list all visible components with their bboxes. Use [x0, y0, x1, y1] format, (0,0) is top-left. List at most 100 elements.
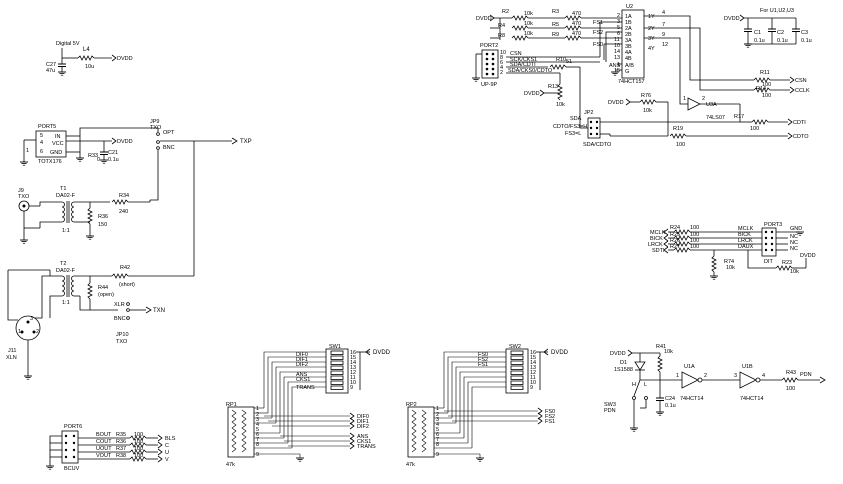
port2-header — [481, 49, 499, 79]
rp2-pin-1: 1 — [436, 406, 439, 412]
u2-pin-ab: A/B — [625, 63, 634, 69]
jp9-name: JP9 — [150, 119, 159, 125]
u3a-name: U3A — [706, 102, 717, 108]
port3-sig-mclk: MCLK — [650, 230, 666, 236]
r3-name: R3 — [552, 9, 559, 15]
port2-num-4: 4 — [500, 65, 503, 71]
rp2-pin-5: 5 — [436, 427, 439, 433]
sw1-pin-9: 9 — [350, 385, 353, 391]
t2-ratio: 1:1 — [62, 300, 70, 306]
r74-value: 10k — [726, 265, 735, 271]
port3-section: MCLK BICK LRCK SDTI R24 100 R25 100 R26 … — [648, 222, 816, 280]
jp2-jumper[interactable] — [587, 117, 601, 139]
sw2-outputs: FS0 FS2 FS1 — [537, 407, 555, 425]
r35-name: R35 — [116, 432, 126, 438]
pdn-section: DVDD D1 1S1588 R41 10k H L SW3 PDN C24 0… — [604, 344, 826, 432]
r8-value: 10k — [524, 31, 533, 37]
r24-value: 100 — [690, 225, 699, 231]
r25-name: R25 — [670, 232, 680, 238]
r33-name: R33 — [88, 153, 98, 159]
u2-num-4: 4 — [662, 10, 665, 16]
sw3-pin-h: H — [632, 382, 636, 388]
u2-pin-1a: 1A — [625, 14, 632, 20]
l4-name: L4 — [83, 47, 90, 53]
r38-value: 100 — [134, 453, 143, 459]
port3-resistors: R24 100 R25 100 R26 100 R27 100 — [670, 225, 699, 250]
r13-name: R13 — [548, 84, 558, 90]
port3-sig-lrck: LRCK — [648, 242, 663, 248]
r41-name: R41 — [656, 344, 666, 350]
sw2-pin-numbers: 16 15 14 13 12 11 10 9 — [530, 350, 536, 391]
port3-nc-2: NC — [790, 240, 798, 246]
r42-name: R42 — [120, 265, 130, 271]
out-trans: TRANS — [357, 444, 376, 450]
port3-dvdd-label: DVDD — [800, 253, 816, 259]
sw2-section: SW2 FS0 FS2 FS1 16 15 14 13 12 11 10 9 — [406, 344, 569, 468]
sw2-label-fs2: FS2 — [478, 357, 488, 363]
out-u: U — [165, 450, 169, 456]
port5-pin-vcc: VCC — [52, 141, 64, 147]
port6-section: PORT6 BCUV BOUT COUT UOUT VOUT R35 100 R… — [45, 424, 176, 472]
u1a-part: 74HCT14 — [680, 396, 704, 402]
u2-num-2: 2 — [617, 13, 620, 19]
r36b-name: R36 — [116, 439, 126, 445]
u2-num-12: 12 — [662, 42, 668, 48]
port5-num-6: 6 — [40, 149, 43, 155]
u2-pin-2y: 2Y — [648, 26, 655, 32]
port3-pin-mclk: MCLK — [738, 226, 754, 232]
port6-pin-cout: COUT — [96, 439, 112, 445]
out-ans: ANS — [357, 434, 369, 440]
u2-pin-4y: 4Y — [648, 46, 655, 52]
r26-name: R26 — [670, 238, 680, 244]
r42-value: (short) — [119, 282, 135, 288]
sw1-label-cks1: CKS1 — [296, 377, 310, 383]
r36-value: 150 — [98, 222, 107, 228]
u2-left-pins: 1A 1B 2A 2B 3A 3B 4A 4B A/B G — [625, 14, 634, 75]
u2-num-1: 1 — [617, 62, 620, 68]
r2-value: 10k — [524, 11, 533, 17]
port3-pin-labels: MCLK BICK LRCK DAUX — [738, 226, 754, 250]
u1b-pin-4: 4 — [762, 373, 765, 379]
u2-num-7: 7 — [662, 22, 665, 28]
c24-name: C24 — [665, 396, 675, 402]
sw3-lever[interactable] — [633, 379, 641, 397]
u1a-inverter — [681, 371, 699, 389]
out-cks1: CKS1 — [357, 439, 371, 445]
pdn-dvdd-label: DVDD — [610, 351, 626, 357]
sw2-pin-15: 15 — [530, 355, 536, 361]
out-bls: BLS — [165, 436, 176, 442]
r8-name: R8 — [498, 33, 505, 39]
sw1-label-trans: TRANS — [296, 385, 315, 391]
out-fs1: FS1 — [545, 419, 555, 425]
c2-name: C2 — [777, 30, 784, 36]
u2-name: U2 — [626, 4, 633, 10]
r76-name: R76 — [641, 93, 651, 99]
r11-name: R11 — [760, 70, 770, 76]
port2-num-10: 10 — [500, 50, 506, 56]
c3-value: 0.1u — [801, 38, 812, 44]
r44-value: (open) — [98, 292, 114, 298]
u2-num-15: 15 — [614, 68, 620, 74]
r25-value: 100 — [690, 232, 699, 238]
t2-name: T2 — [60, 261, 66, 267]
rp1-pin-numbers: 1 2 3 4 5 6 7 8 9 — [256, 406, 259, 458]
r27-value: 100 — [690, 244, 699, 250]
c2-value: 0.1u — [777, 38, 788, 44]
rp1-pin-7: 7 — [256, 437, 259, 443]
sw1-pin-13: 13 — [350, 365, 356, 371]
d1-name: D1 — [620, 360, 627, 366]
port6-header — [61, 430, 79, 464]
tx-section: PORT5 IN VCC GND 5 4 6 1 TOTX176 DVDD R3… — [6, 119, 252, 380]
u1a-pin-2: 2 — [704, 373, 707, 379]
out-dif1: DIF1 — [357, 419, 369, 425]
u1a-name: U1A — [684, 364, 695, 370]
mux-dvdd-label: DVDD — [476, 16, 492, 22]
rp2-pin-numbers: 1 2 3 4 5 6 7 8 9 — [436, 406, 439, 458]
port5-module — [35, 130, 67, 158]
t1-name: T1 — [60, 186, 66, 192]
port3-sig-sdti: SDTI — [652, 248, 665, 254]
mux-section: DVDD R2 10k R4 10k R8 10k R3 470 R5 470 … — [471, 4, 812, 148]
jp10-xlr: XLR — [114, 302, 125, 308]
port2-type: UP-9P — [481, 82, 498, 88]
r19-value: 100 — [676, 142, 685, 148]
